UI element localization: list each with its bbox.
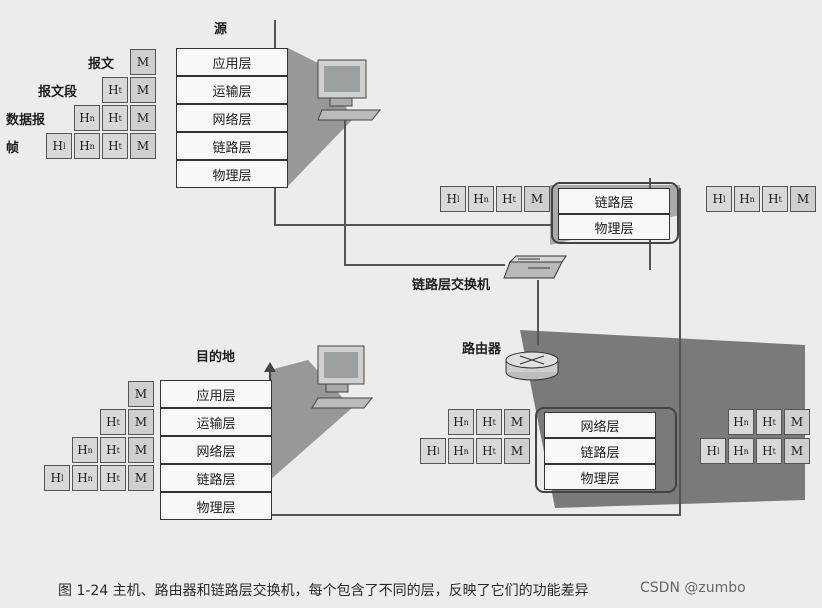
source-layer-application: 应用层 — [176, 48, 288, 76]
message-cell: M — [784, 409, 810, 435]
source-computer-icon — [317, 59, 382, 121]
pdu-label-message: 报文 — [88, 57, 115, 72]
pdu-label-frame: 帧 — [6, 141, 20, 156]
source-layer-transport: 运输层 — [176, 76, 288, 104]
router-layer-link: 链路层 — [544, 438, 656, 464]
message-cell: M — [130, 105, 156, 131]
dest-layer-physical: 物理层 — [160, 492, 272, 520]
router-box-outline — [535, 407, 677, 493]
source-layer-physical: 物理层 — [176, 160, 288, 188]
dest-layer-application: 应用层 — [160, 380, 272, 408]
dest-layer-link: 链路层 — [160, 464, 272, 492]
message-cell: M — [784, 438, 810, 464]
source-layer-link: 链路层 — [176, 132, 288, 160]
message-cell: M — [504, 438, 530, 464]
switch-label: 链路层交换机 — [412, 278, 491, 293]
message-cell: M — [130, 49, 156, 75]
message-cell: M — [128, 409, 154, 435]
destination-computer-icon — [311, 345, 374, 409]
message-cell: M — [524, 186, 550, 212]
message-cell: M — [790, 186, 816, 212]
router-layer-physical: 物理层 — [544, 464, 656, 490]
message-cell: M — [130, 77, 156, 103]
destination-title: 目的地 — [196, 350, 236, 365]
router-icon — [505, 351, 559, 381]
pdu-label-datagram: 数据报 — [6, 113, 46, 128]
message-cell: M — [128, 381, 154, 407]
message-cell: M — [504, 409, 530, 435]
router-layer-network: 网络层 — [544, 412, 656, 438]
dest-arrowhead — [264, 362, 276, 372]
router-label: 路由器 — [462, 342, 502, 357]
message-cell: M — [128, 437, 154, 463]
pdu-label-segment: 报文段 — [38, 85, 78, 100]
message-cell: M — [130, 133, 156, 159]
dest-layer-transport: 运输层 — [160, 408, 272, 436]
switch-layer-physical: 物理层 — [558, 214, 670, 240]
source-layer-network: 网络层 — [176, 104, 288, 132]
figure-caption: 图 1-24 主机、路由器和链路层交换机，每个包含了不同的层，反映了它们的功能差… — [58, 583, 589, 599]
source-title: 源 — [214, 22, 228, 37]
message-cell: M — [128, 465, 154, 491]
switch-box-outline — [551, 182, 679, 244]
watermark: CSDN @zumbo — [640, 580, 746, 596]
switch-layer-link: 链路层 — [558, 188, 670, 214]
switch-icon — [503, 255, 567, 279]
link-source-host-down — [344, 120, 505, 266]
dest-layer-network: 网络层 — [160, 436, 272, 464]
